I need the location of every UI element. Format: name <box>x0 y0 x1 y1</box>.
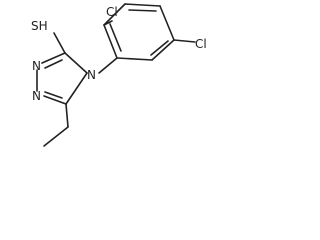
bond-ph-6-1 <box>116 57 153 61</box>
atom-cl-top-label: Cl <box>106 5 118 19</box>
bond-n2-c3-double <box>44 59 63 69</box>
atom-cl-right-label: Cl <box>195 37 207 51</box>
bond-ph-5-6-double <box>150 40 169 56</box>
bond-methyl-end <box>43 126 69 147</box>
triazole-ring <box>36 52 88 105</box>
bond-n4-phenyl <box>98 57 118 74</box>
phenyl-ring <box>103 3 175 61</box>
bond-c5-n1 <box>43 95 67 105</box>
bond-ph-2-3 <box>103 3 126 26</box>
chemical-structure: SH Cl Cl N N N <box>31 3 207 147</box>
bond-ph-5-6 <box>151 39 175 61</box>
bond-ph-1-2-double <box>109 23 122 52</box>
atom-n-ring-label: N <box>87 68 96 82</box>
bond-c5-n1-double <box>44 91 63 99</box>
bond-n2-c3 <box>41 52 66 64</box>
atom-sh-label: SH <box>31 19 48 33</box>
bond-ph-cl-top <box>103 20 113 26</box>
bond-n4-c5 <box>65 72 88 105</box>
atom-n-left-bottom-label: N <box>32 89 41 103</box>
atom-n-left-top-label: N <box>32 59 41 73</box>
bond-ph-1-2 <box>103 24 118 59</box>
bond-c3-n4 <box>64 52 88 74</box>
bond-ph-3-4-double <box>128 9 157 12</box>
bond-ph-cl-right <box>173 39 196 43</box>
bond-ph-4-5 <box>159 5 175 41</box>
bond-c3-sh <box>53 32 66 54</box>
bond-c5-methyl <box>65 103 69 128</box>
bond-ph-3-4 <box>124 3 161 7</box>
